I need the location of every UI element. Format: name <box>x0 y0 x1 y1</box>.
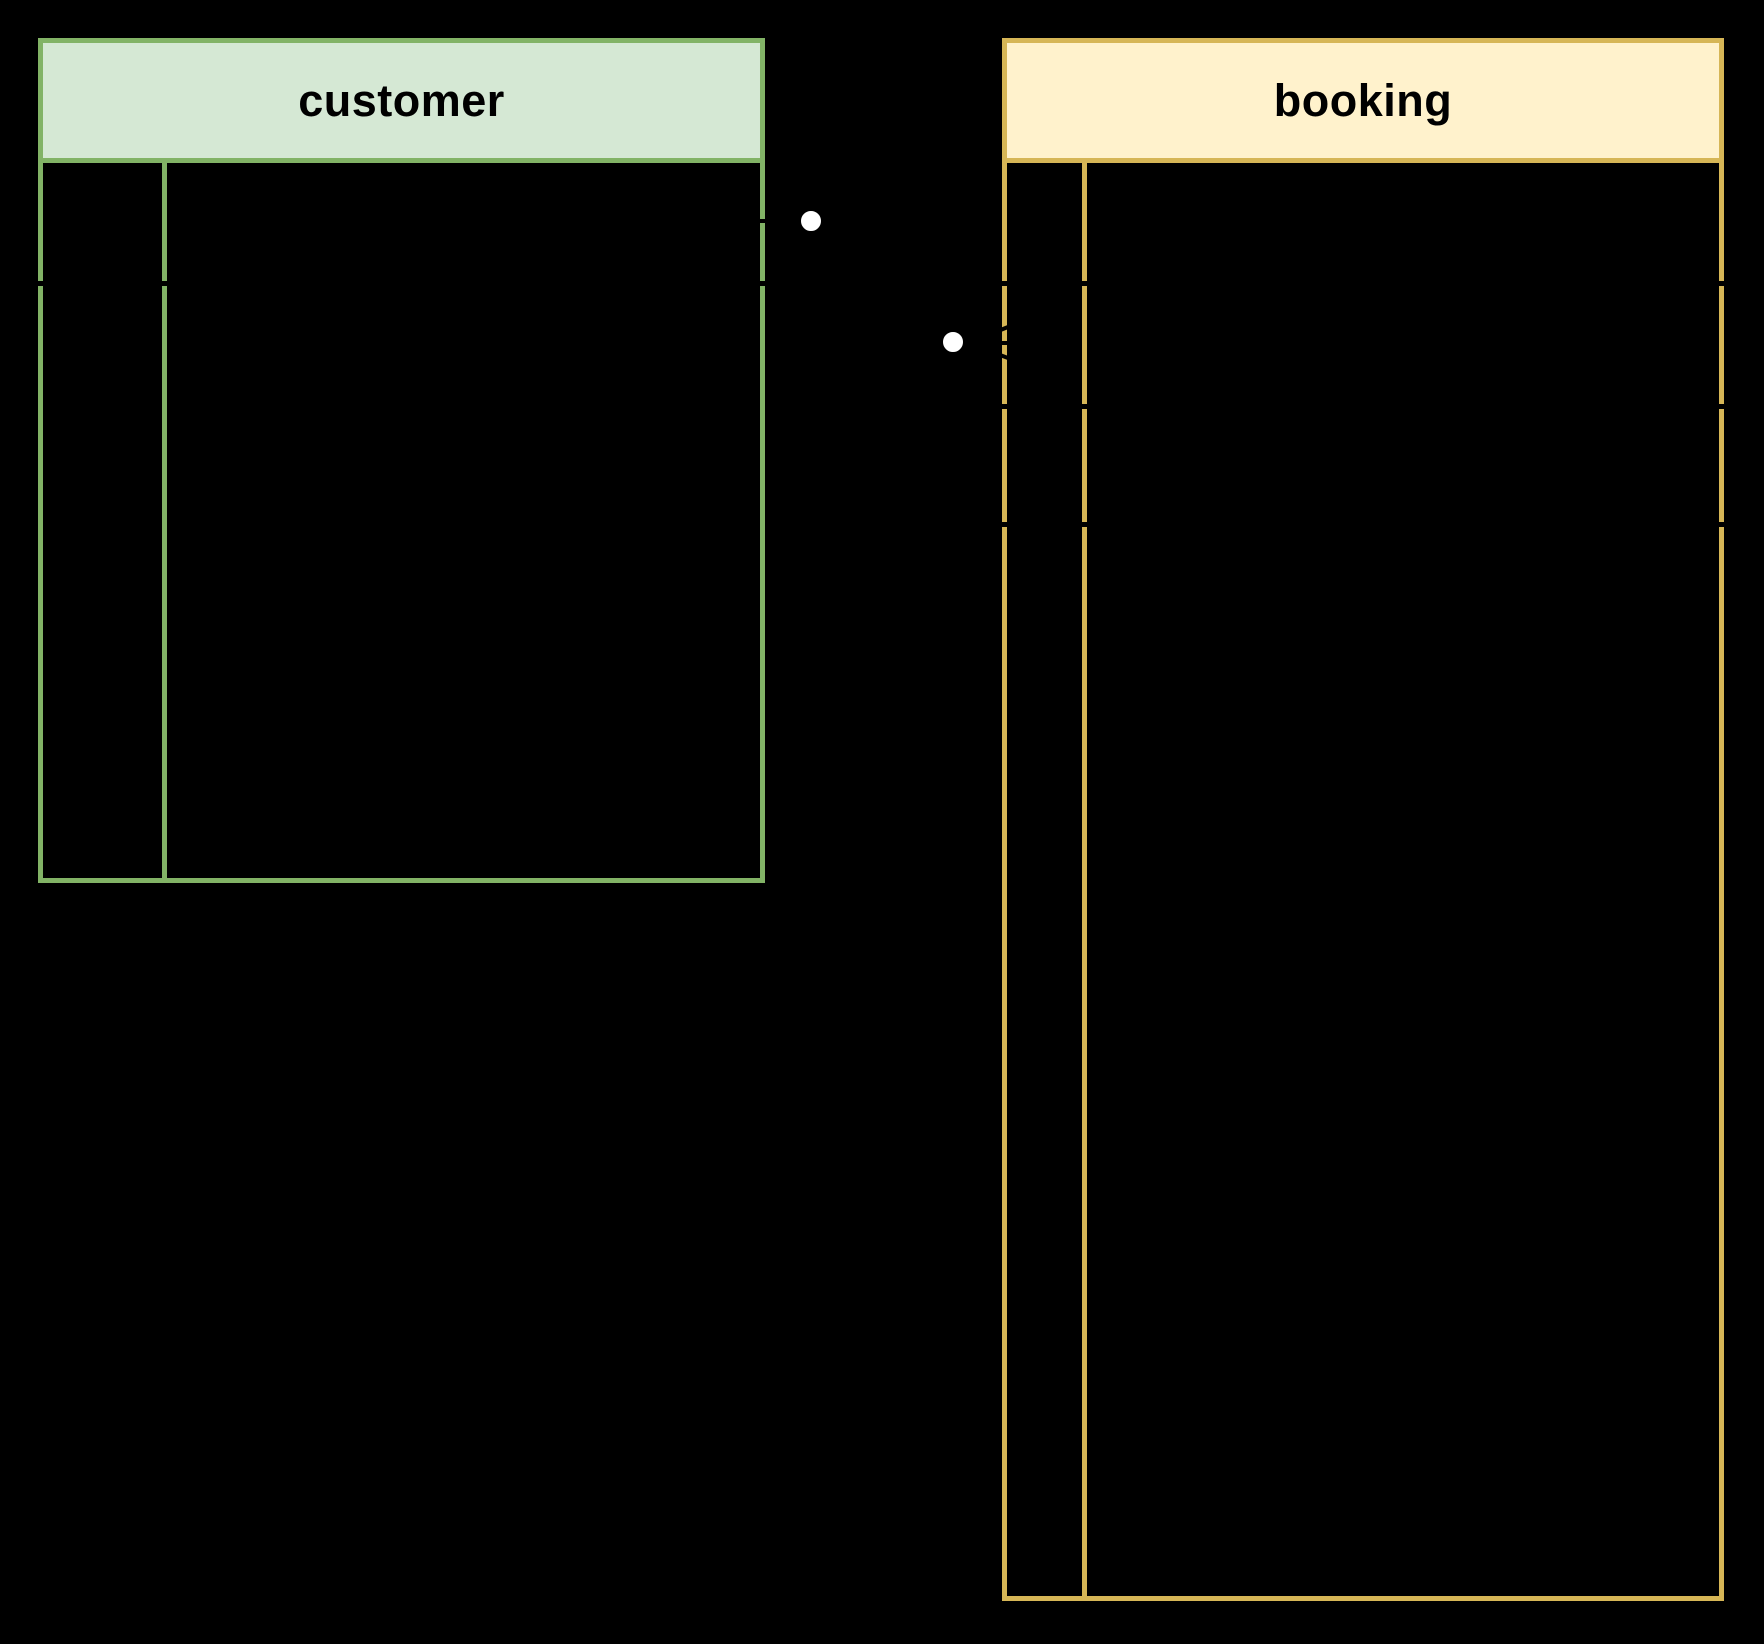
entity-customer-header: customer <box>43 43 760 163</box>
entity-customer[interactable]: customer <box>38 38 765 883</box>
entity-booking[interactable]: booking <box>1002 38 1724 1601</box>
entity-customer-row-separator <box>38 281 765 286</box>
entity-booking-row-separator <box>1002 404 1724 409</box>
entity-customer-title: customer <box>298 74 505 126</box>
entity-booking-title: booking <box>1273 74 1453 126</box>
entity-booking-header: booking <box>1007 43 1719 163</box>
entity-booking-row-separator <box>1002 281 1724 286</box>
zero-cardinality-circle-customer-side <box>799 209 823 233</box>
entity-booking-row-separator <box>1002 522 1724 527</box>
relationship-line <box>757 219 1008 345</box>
entity-customer-column-divider <box>162 163 167 878</box>
entity-booking-column-divider <box>1082 163 1087 1596</box>
zero-cardinality-circle-booking-side <box>941 330 965 354</box>
